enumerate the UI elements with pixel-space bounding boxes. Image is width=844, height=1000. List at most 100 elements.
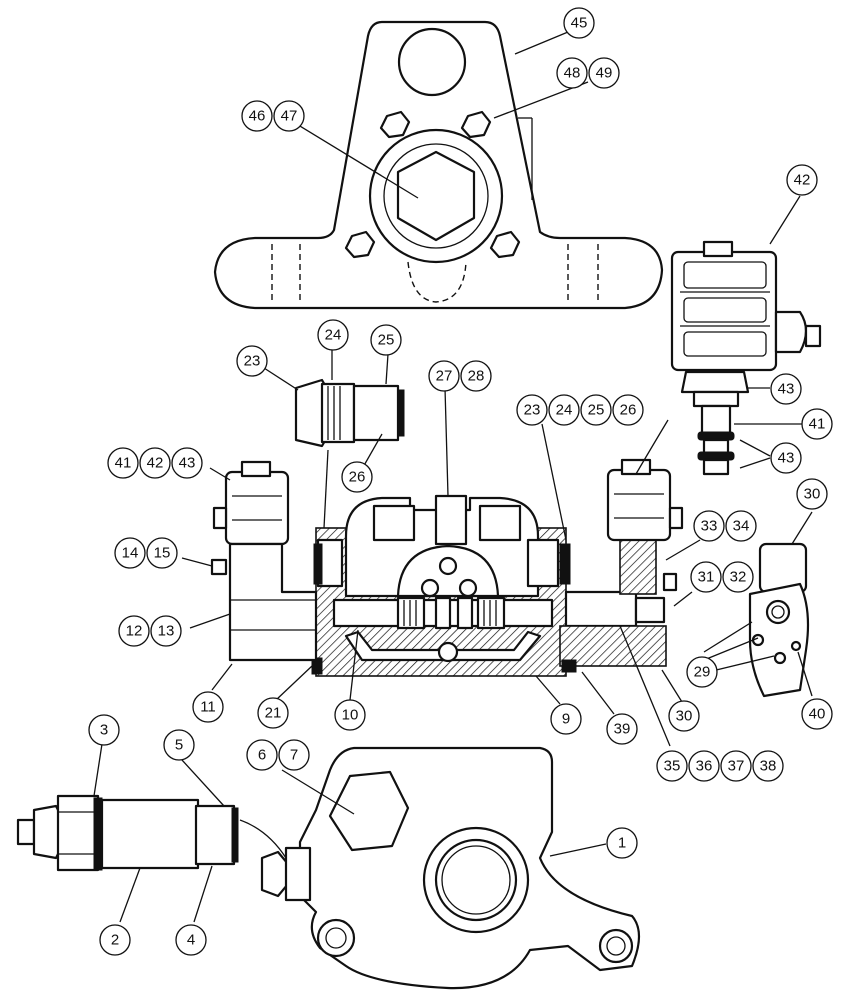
callout-43: 43 (171, 447, 203, 479)
svg-text:10: 10 (342, 707, 359, 724)
svg-text:3: 3 (100, 722, 108, 739)
callout-25: 25 (370, 324, 402, 356)
svg-text:13: 13 (158, 623, 175, 640)
callout-34: 34 (725, 510, 757, 542)
svg-text:33: 33 (701, 518, 718, 535)
svg-text:48: 48 (564, 65, 581, 82)
callout-11: 11 (192, 691, 224, 723)
callout-30: 30 (668, 700, 700, 732)
callout-13: 13 (150, 615, 182, 647)
bolt-head-small (460, 110, 492, 139)
fitting-plug-assembly (294, 378, 405, 448)
callout-49: 49 (588, 57, 620, 89)
hex-plug-large (328, 770, 410, 852)
svg-text:30: 30 (804, 486, 821, 503)
svg-text:21: 21 (265, 705, 282, 722)
svg-text:31: 31 (698, 569, 715, 586)
svg-text:1: 1 (618, 835, 626, 852)
callout-26: 26 (612, 394, 644, 426)
callout-38: 38 (752, 750, 784, 782)
callout-27: 27 (428, 360, 460, 392)
callout-25: 25 (580, 394, 612, 426)
svg-text:24: 24 (325, 327, 342, 344)
svg-text:27: 27 (436, 368, 453, 385)
callout-46: 46 (241, 100, 273, 132)
bolt-head-small (379, 110, 411, 139)
svg-text:2: 2 (111, 932, 119, 949)
svg-text:39: 39 (614, 721, 631, 738)
svg-text:42: 42 (794, 172, 811, 189)
svg-text:26: 26 (620, 402, 637, 419)
callout-31: 31 (690, 561, 722, 593)
cover-plate (748, 542, 810, 698)
svg-text:47: 47 (281, 108, 298, 125)
svg-text:25: 25 (588, 402, 605, 419)
svg-text:25: 25 (378, 332, 395, 349)
svg-text:12: 12 (126, 623, 143, 640)
callout-35: 35 (656, 750, 688, 782)
svg-text:43: 43 (778, 450, 795, 467)
callout-12: 12 (118, 615, 150, 647)
callout-1: 1 (606, 827, 638, 859)
svg-text:30: 30 (676, 708, 693, 725)
callout-14: 14 (114, 537, 146, 569)
callout-36: 36 (688, 750, 720, 782)
callout-30: 30 (796, 478, 828, 510)
callout-39: 39 (606, 713, 638, 745)
leader-lines (93, 31, 813, 923)
svg-text:4: 4 (187, 932, 195, 949)
svg-text:15: 15 (154, 545, 171, 562)
callout-23: 23 (236, 345, 268, 377)
callout-24: 24 (548, 394, 580, 426)
callout-41: 41 (107, 447, 139, 479)
svg-text:14: 14 (122, 545, 139, 562)
callout-6: 6 (246, 739, 278, 771)
svg-text:35: 35 (664, 758, 681, 775)
callout-28: 28 (460, 360, 492, 392)
svg-text:7: 7 (290, 747, 298, 764)
callout-15: 15 (146, 537, 178, 569)
svg-text:6: 6 (258, 747, 266, 764)
callout-4: 4 (175, 924, 207, 956)
callout-32: 32 (722, 561, 754, 593)
callout-7: 7 (278, 739, 310, 771)
hex-nut-large (396, 150, 476, 242)
svg-text:11: 11 (200, 699, 216, 716)
svg-text:5: 5 (175, 737, 183, 754)
svg-text:26: 26 (349, 469, 366, 486)
svg-text:23: 23 (244, 353, 261, 370)
svg-text:41: 41 (115, 455, 132, 472)
callout-24: 24 (317, 319, 349, 351)
svg-text:28: 28 (468, 368, 485, 385)
pump-housing (260, 746, 641, 990)
svg-text:42: 42 (147, 455, 164, 472)
solenoid-right (606, 458, 684, 542)
callout-26: 26 (341, 461, 373, 493)
callout-43: 43 (770, 442, 802, 474)
callout-2: 2 (99, 924, 131, 956)
svg-text:29: 29 (694, 664, 711, 681)
callout-47: 47 (273, 100, 305, 132)
callout-33: 33 (693, 510, 725, 542)
relief-valve-cartridge (16, 794, 239, 872)
svg-text:45: 45 (571, 15, 588, 32)
callout-21: 21 (257, 697, 289, 729)
solenoid-left (210, 460, 318, 662)
callout-23: 23 (516, 394, 548, 426)
callout-3: 3 (88, 714, 120, 746)
svg-text:43: 43 (179, 455, 196, 472)
svg-text:49: 49 (596, 65, 613, 82)
callout-9: 9 (550, 703, 582, 735)
svg-text:38: 38 (760, 758, 777, 775)
svg-text:34: 34 (733, 518, 750, 535)
svg-text:32: 32 (730, 569, 747, 586)
callout-42: 42 (786, 164, 818, 196)
callout-48: 48 (556, 57, 588, 89)
svg-text:41: 41 (809, 416, 826, 433)
svg-text:9: 9 (562, 711, 570, 728)
callout-40: 40 (801, 698, 833, 730)
svg-text:40: 40 (809, 706, 826, 723)
callout-29: 29 (686, 656, 718, 688)
solenoid-coil-upper (670, 240, 822, 476)
